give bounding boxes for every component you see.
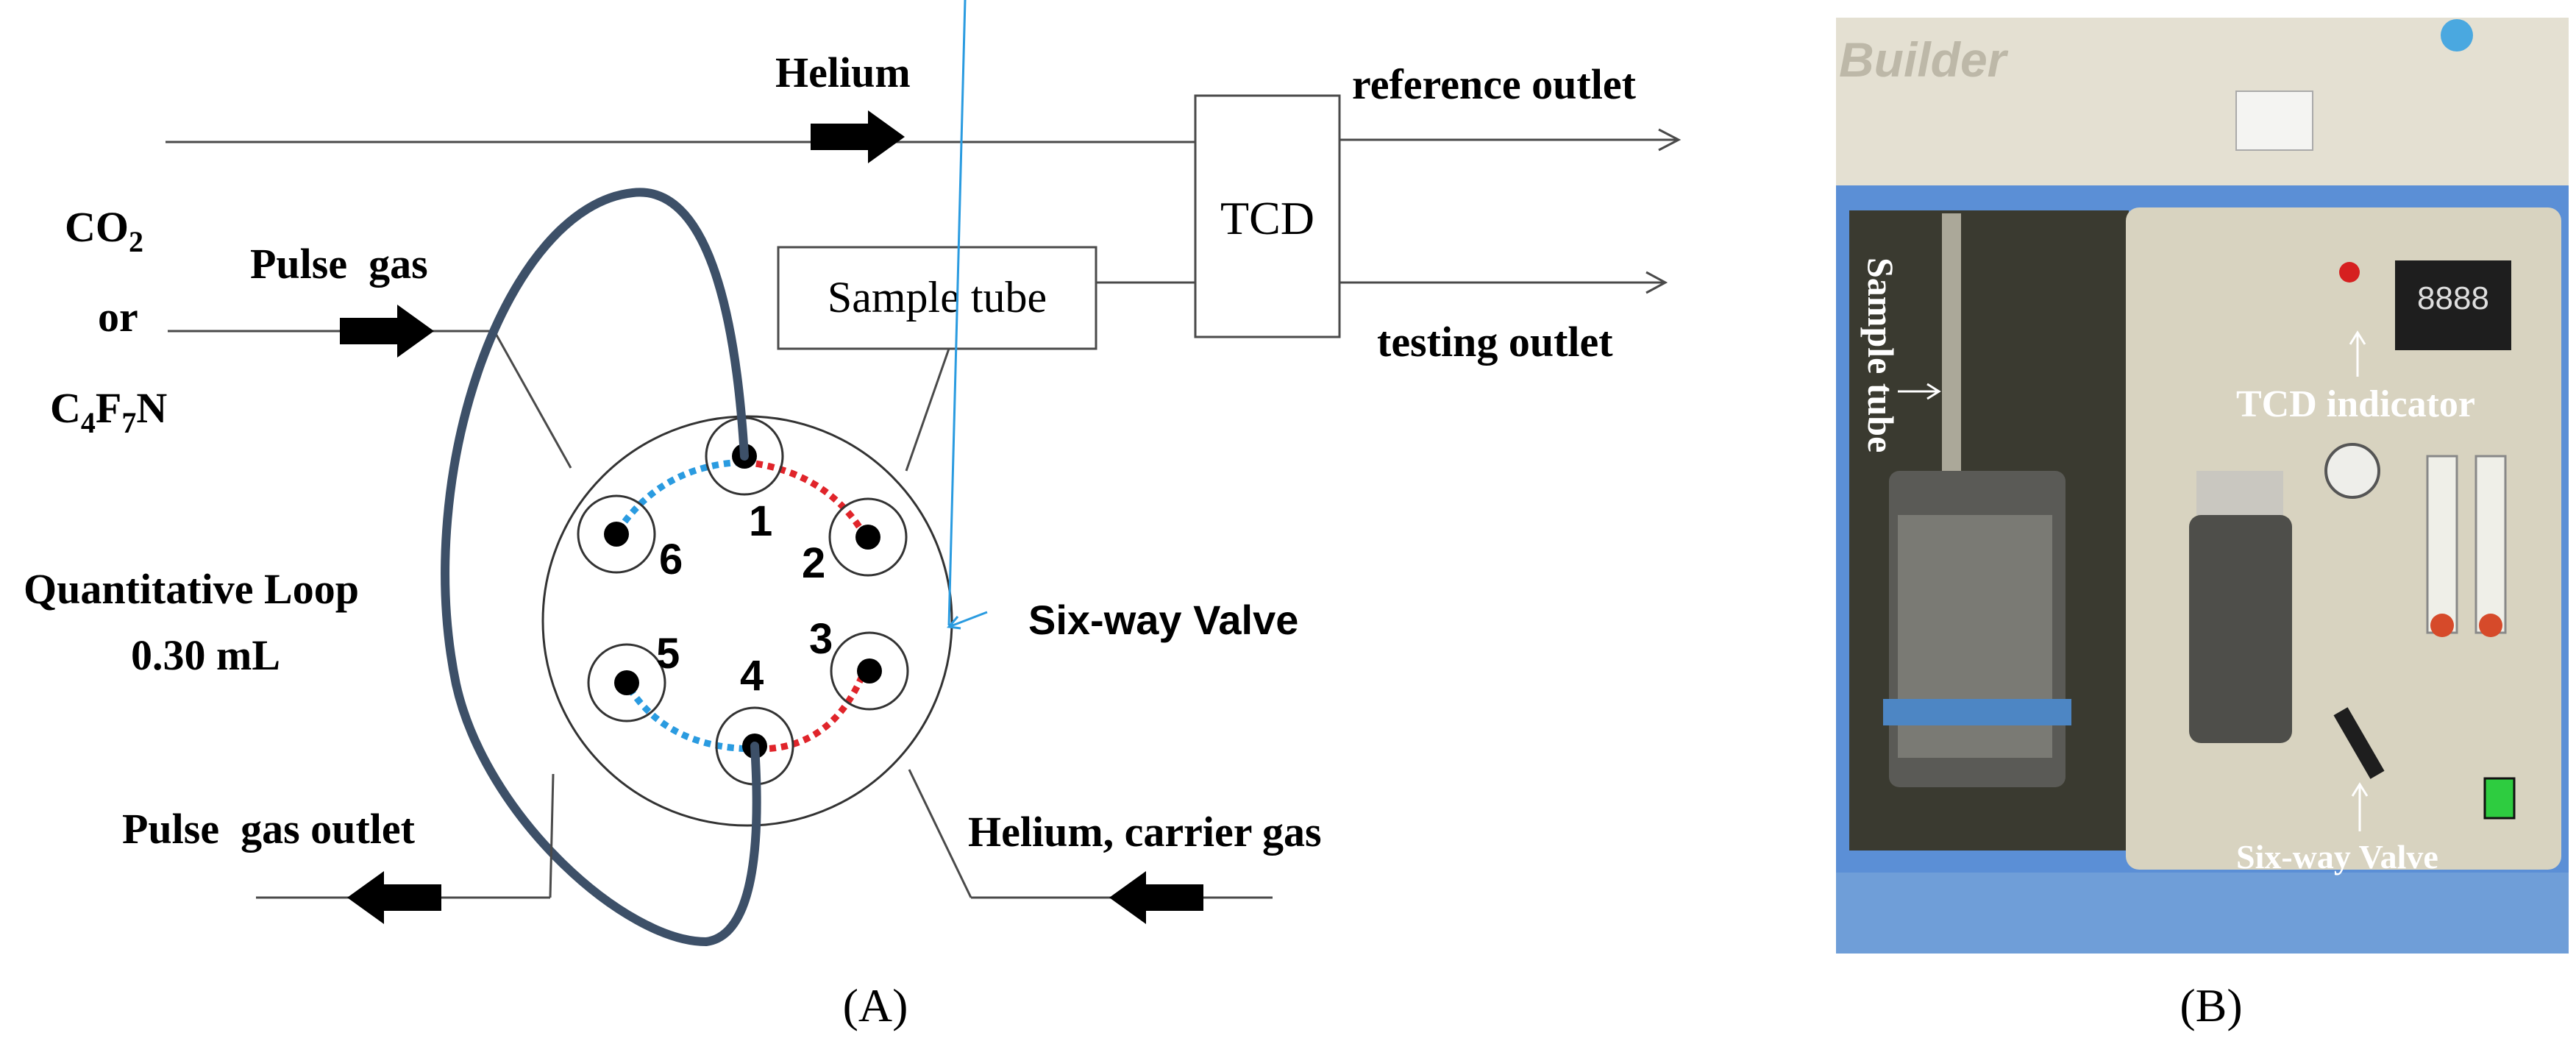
- dewar-flask: [2189, 515, 2292, 743]
- power-light-icon: [2441, 19, 2473, 52]
- port-6: [577, 494, 656, 574]
- blue-path-6-1: [615, 458, 745, 533]
- port-5-number: 5: [656, 630, 680, 678]
- tcd-indicator-light: [2339, 262, 2360, 283]
- tcd-display: [2395, 260, 2511, 350]
- port-1-number: 1: [749, 497, 772, 545]
- helium-carrier-to-valve-line: [908, 769, 972, 898]
- six-way-valve-label: Six-way Valve: [1028, 597, 1298, 643]
- six-way-valve-pointer-head: [947, 616, 961, 630]
- port-5: [587, 643, 666, 722]
- six-way-valve-knob: [2333, 707, 2385, 779]
- label-sticker: [2235, 90, 2313, 151]
- helium-carrier-label: Helium, carrier gas: [968, 808, 1322, 856]
- pulse-gas-to-valve-line: [493, 330, 572, 469]
- helium-arrow: [811, 110, 905, 163]
- sample-to-valve-line: [905, 348, 950, 472]
- red-path-1-2: [744, 458, 865, 533]
- port-6-number: 6: [659, 536, 683, 583]
- six-way-valve-body: [541, 415, 953, 827]
- sample-tube-label: Sample tube: [828, 273, 1047, 322]
- flow-knob-left: [2430, 614, 2454, 637]
- panel-b-photo: Builder 8888 Sample t: [1836, 18, 2569, 1031]
- six-way-valve-pointer-line: [948, 611, 988, 628]
- loop-volume-label: 0.30 mL: [131, 631, 280, 679]
- flow-knob-right: [2479, 614, 2502, 637]
- port-2-number: 2: [802, 539, 825, 587]
- tcd-label: TCD: [1220, 192, 1314, 244]
- pressure-gauge: [2324, 443, 2380, 499]
- testing-outlet-arrowhead: [1645, 271, 1668, 294]
- pulse-gas-outlet-arrow: [347, 871, 441, 924]
- dewar-lid: [2196, 471, 2283, 515]
- port-3-number: 3: [809, 615, 833, 663]
- sample-tube-box: [777, 246, 1097, 350]
- brand-logo: Builder: [1839, 32, 2009, 87]
- helium-carrier-arrow: [1109, 871, 1203, 924]
- panel-a-schematic: Helium TCD reference outlet testing outl…: [24, 0, 1682, 1031]
- red-path-3-4: [755, 664, 870, 753]
- caption-a: (A): [843, 979, 908, 1031]
- six-way-valve-photo-pointer-head: [2351, 782, 2369, 797]
- reference-outlet-arrowhead: [1658, 128, 1682, 152]
- port-4-number: 4: [740, 652, 764, 700]
- furnace-blue-ring: [1883, 699, 2071, 725]
- tcd-display-digits: 8888: [2417, 280, 2489, 316]
- sample-tube-photo-pointer-head: [1926, 383, 1941, 400]
- blue-path-5-4: [621, 676, 757, 753]
- pulse-gas-label: Pulse gas: [250, 240, 428, 288]
- flow-meter-right: [2474, 455, 2507, 634]
- pulse-gas-arrow: [340, 305, 434, 358]
- six-way-valve-photo-label: Six-way Valve: [2236, 838, 2438, 876]
- sample-tube-glass: [1942, 213, 1961, 508]
- co2-label: CO2: [65, 203, 143, 258]
- quantitative-loop-label: Quantitative Loop: [24, 565, 359, 613]
- pulse-gas-outlet-label: Pulse gas outlet: [122, 805, 416, 853]
- power-switch: [2483, 777, 2516, 820]
- quantitative-loop-tube: [441, 188, 761, 947]
- sample-tube-photo-label: Sample tube: [1860, 258, 1901, 452]
- instrument-base: [1836, 873, 2569, 954]
- flow-meter-left: [2426, 455, 2458, 634]
- port-3: [830, 631, 909, 711]
- tcd-indicator-label: TCD indicator: [2236, 383, 2475, 425]
- port-2: [828, 497, 908, 577]
- c4f7n-label: C4F7N: [50, 384, 167, 439]
- tcd-box: [1194, 94, 1341, 338]
- pulse-gas-outlet-to-valve-line: [549, 773, 555, 898]
- caption-b: (B): [2180, 979, 2242, 1031]
- or-label: or: [98, 293, 138, 341]
- tcd-indicator-pointer-head: [2349, 330, 2366, 345]
- six-way-valve-pointer: [947, 0, 967, 626]
- helium-label: Helium: [775, 49, 911, 96]
- reference-outlet-label: reference outlet: [1352, 60, 1637, 108]
- testing-outlet-label: testing outlet: [1377, 318, 1613, 366]
